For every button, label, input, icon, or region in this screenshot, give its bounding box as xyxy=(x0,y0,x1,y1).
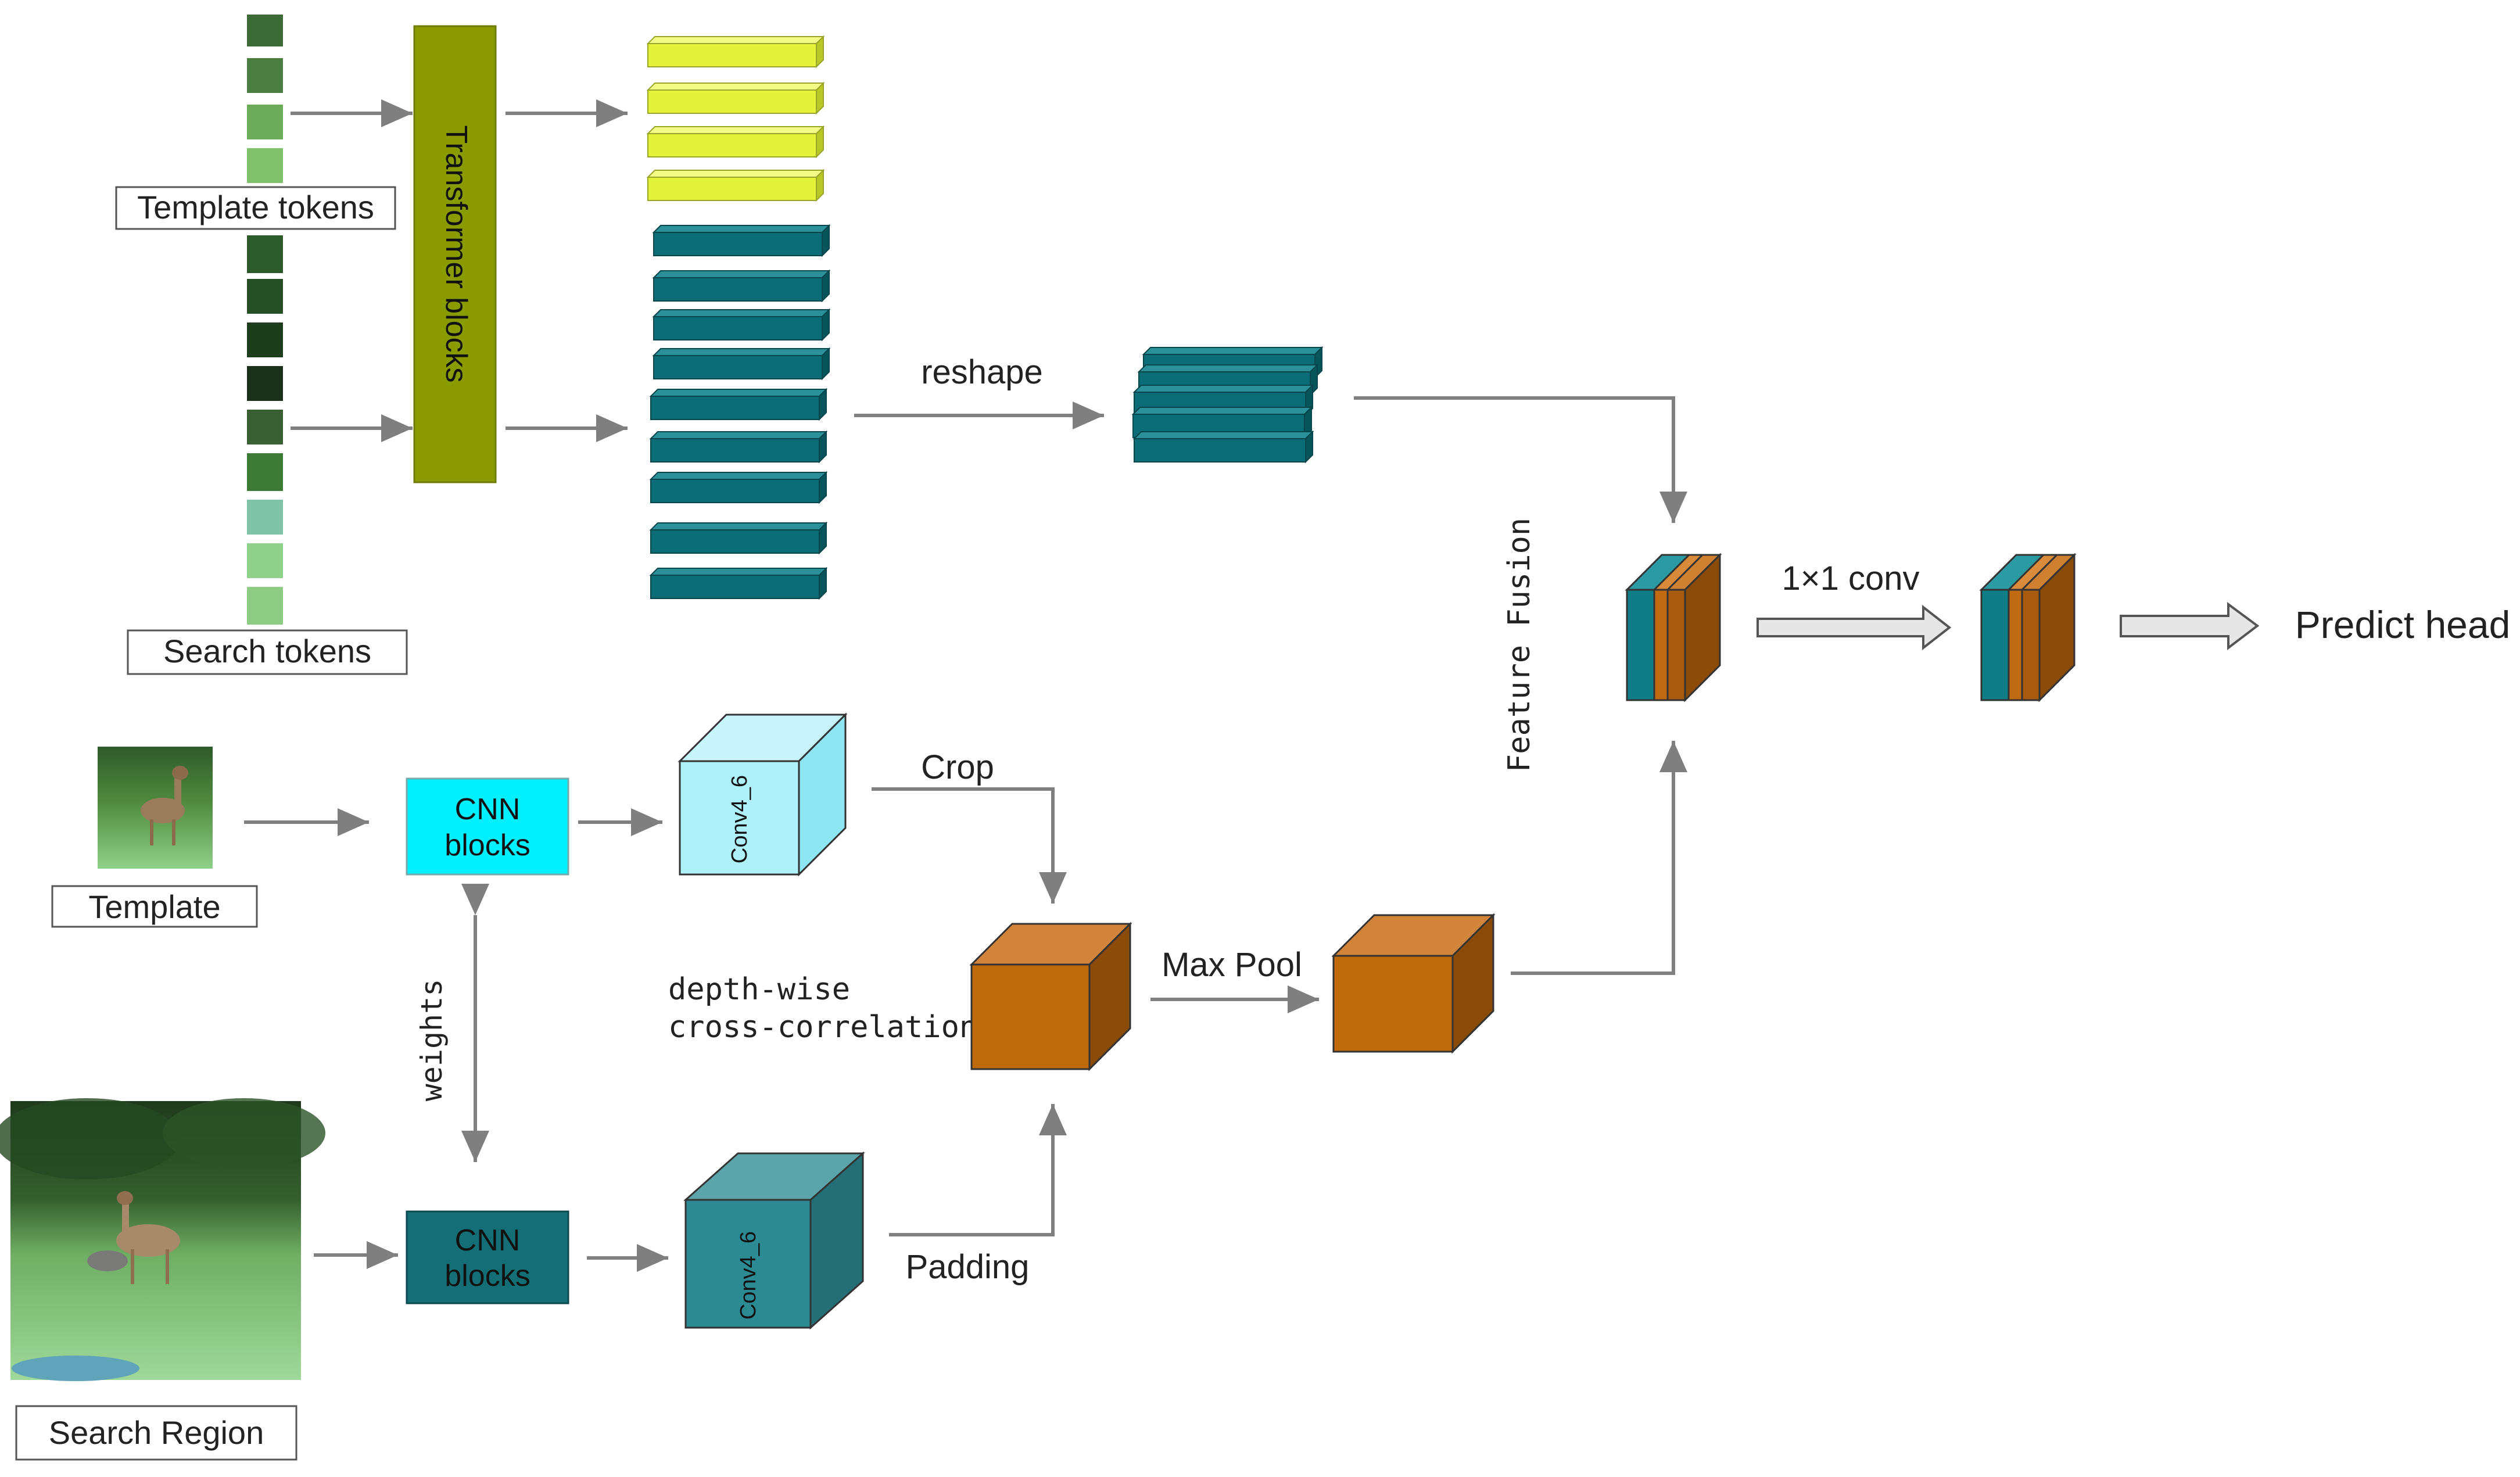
arrow-transformer-to-fusion xyxy=(1354,396,1687,523)
template-label-box: Template xyxy=(51,885,258,928)
cnn-blocks-template-line1: CNN xyxy=(455,793,521,826)
weights-label: weights xyxy=(415,979,449,1102)
conv4-6-template-cube: Conv4_6 xyxy=(678,712,848,877)
conv4-6-template-label: Conv4_6 xyxy=(727,775,752,863)
conv1x1-label: 1×1 conv xyxy=(1781,560,1919,597)
cnn-blocks-template: CNN blocks xyxy=(406,777,569,876)
transformer-blocks-label: Transformer blocks xyxy=(439,125,473,382)
conv1x1-arrow xyxy=(1757,604,1952,651)
depthwise-label-line2: cross-correlation xyxy=(668,1010,977,1045)
transformer-blocks: Transformer blocks xyxy=(413,25,497,483)
search-region-label-box: Search Region xyxy=(15,1405,297,1461)
cnn-blocks-template-line2: blocks xyxy=(445,829,530,862)
template-label: Template xyxy=(88,888,220,925)
search-region-label: Search Region xyxy=(49,1414,264,1451)
output-feature-map xyxy=(1979,553,2077,702)
max-pool-label: Max Pool xyxy=(1162,946,1302,984)
template-tokens-label: Template tokens xyxy=(137,189,374,225)
conv4-6-search-label: Conv4_6 xyxy=(736,1231,761,1320)
depthwise-label-line1: depth-wise xyxy=(668,972,850,1007)
padding-label: Padding xyxy=(906,1248,1030,1286)
deer-field-photo-icon xyxy=(0,1098,325,1381)
search-feature-tokens xyxy=(649,224,831,600)
fused-feature-map xyxy=(1625,553,1722,702)
reshape-label: reshape xyxy=(921,353,1043,391)
correlation-cube xyxy=(969,922,1132,1071)
reshaped-feature-map xyxy=(1131,346,1324,464)
template-feature-tokens xyxy=(646,35,825,202)
pooled-cube xyxy=(1331,913,1496,1054)
token-strip xyxy=(247,15,283,625)
arrow-cnn-to-fusion xyxy=(1511,741,1687,975)
deer-photo-icon xyxy=(98,747,213,869)
predict-head-label: Predict head xyxy=(2295,603,2511,646)
search-tokens-label: Search tokens xyxy=(163,633,371,669)
arrow-crop xyxy=(872,787,1067,904)
crop-label: Crop xyxy=(921,748,994,786)
predict-head-arrow xyxy=(2120,602,2260,651)
conv4-6-search-cube: Conv4_6 xyxy=(683,1151,865,1330)
cnn-blocks-search-line1: CNN xyxy=(455,1224,521,1257)
arrow-padding xyxy=(889,1104,1067,1236)
cnn-blocks-search-line2: blocks xyxy=(445,1259,530,1293)
feature-fusion-label: Feature Fusion xyxy=(1502,518,1537,772)
cnn-blocks-search: CNN blocks xyxy=(406,1210,569,1304)
template-tokens-label-box: Template tokens xyxy=(115,186,396,230)
search-tokens-label-box: Search tokens xyxy=(127,629,408,675)
